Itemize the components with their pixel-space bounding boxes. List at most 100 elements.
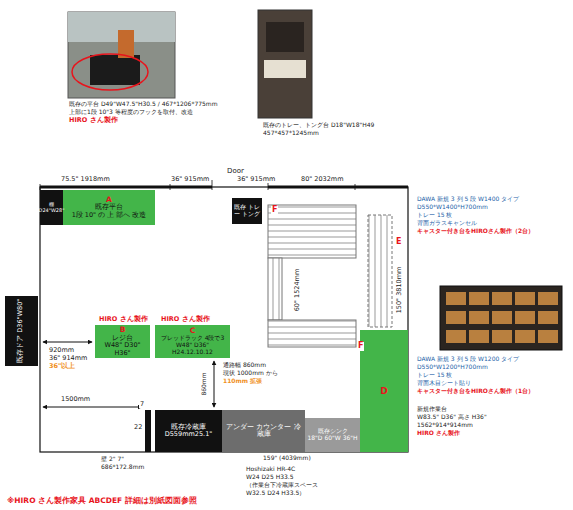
display-rack bbox=[268, 258, 282, 320]
annotation: 457*457*1245mm bbox=[262, 130, 320, 137]
annotation: 現状 1000mm から bbox=[222, 370, 279, 377]
photo-highlight bbox=[72, 54, 148, 90]
annotation: 686*172.8mm bbox=[100, 464, 145, 471]
photo-bread bbox=[538, 292, 558, 305]
photo-bread bbox=[446, 330, 466, 343]
callout-letter: B bbox=[120, 326, 126, 335]
box-label: ブレッドラック 4段で3 bbox=[161, 335, 225, 342]
fixture-box: 既存ドア D36"W80" bbox=[5, 296, 38, 366]
annotation: 150" 3810mm bbox=[396, 266, 403, 315]
annotation: 既存の平台 D49"W47.5"H30.5 / 467*1206*775mm bbox=[68, 101, 219, 108]
annotation: 7 bbox=[139, 401, 145, 408]
display-rack bbox=[268, 320, 356, 347]
annotation: 80" 2032mm bbox=[300, 176, 345, 183]
furniture-box: D bbox=[360, 330, 408, 452]
annotation: 壁 2" 7" bbox=[100, 456, 125, 463]
annotation: D550*W1200*H700mm bbox=[416, 364, 489, 371]
fixture-box: 既存冷蔵庫D559mm25.1" bbox=[155, 410, 222, 452]
display-rack bbox=[368, 215, 392, 327]
photo-bread bbox=[469, 311, 489, 324]
photo-bread bbox=[469, 292, 489, 305]
annotation: W83.5" D36" 高さ H36" bbox=[416, 414, 488, 421]
photo-bread bbox=[515, 292, 535, 305]
annotation: D550*W1400*H700mm bbox=[416, 204, 489, 211]
annotation: 背面木目シート貼り bbox=[416, 380, 472, 387]
box-label: レジ台 bbox=[112, 335, 133, 342]
annotation: キャスター付き台をHIROさん製作（2台） bbox=[416, 228, 535, 235]
annotation: Hoshizaki HR-4C bbox=[245, 466, 296, 473]
callout-letter: F bbox=[357, 342, 364, 351]
annotation: 1500mm bbox=[60, 396, 91, 403]
annotation: HIRO さん製作 bbox=[98, 316, 149, 323]
box-label: 既存ドア D36"W80" bbox=[18, 299, 25, 363]
photo-bread bbox=[492, 292, 512, 305]
box-label: 18"D 60"W 36"H bbox=[307, 435, 357, 442]
box-label: 既存冷蔵庫 bbox=[171, 424, 206, 431]
box-label: 既存平台 bbox=[95, 204, 123, 211]
photo-bread bbox=[515, 330, 535, 343]
photo-bread bbox=[538, 330, 558, 343]
wall-pole bbox=[145, 410, 151, 452]
annotation: 22 bbox=[133, 424, 143, 431]
photo-person bbox=[118, 30, 134, 58]
box-label: 1段 10" の 上 部へ 改造 bbox=[72, 212, 147, 219]
annotation: 110mm 拡張 bbox=[222, 378, 263, 385]
box-label: W48" D30" H36" bbox=[96, 342, 149, 357]
annotation: W24 D25 H33.5 bbox=[245, 474, 295, 481]
annotation: 860mm bbox=[201, 371, 208, 396]
furniture-box: A既存平台1段 10" の 上 部へ 改造 bbox=[63, 190, 155, 225]
fixture-box: 既存 トレー トング bbox=[232, 198, 262, 224]
annotation: HIRO さん製作 bbox=[68, 117, 119, 124]
annotation: 920mm bbox=[48, 347, 75, 354]
box-label: 既存 トレー トング bbox=[233, 204, 261, 218]
annotation: 159" (4039mm) bbox=[262, 455, 312, 462]
callout-letter: D bbox=[380, 386, 387, 396]
annotation: Door bbox=[226, 168, 245, 176]
photo-counter bbox=[68, 12, 175, 98]
photo-bread bbox=[492, 311, 512, 324]
photo-tray-stand bbox=[258, 10, 312, 118]
photo-shelf bbox=[266, 22, 304, 52]
annotation: 36" 915mm bbox=[236, 176, 276, 183]
annotation: 新規作業台 bbox=[416, 406, 448, 413]
display-rack bbox=[268, 205, 356, 258]
annotation: 60" 1524mm bbox=[294, 268, 301, 313]
photo-bread bbox=[538, 311, 558, 324]
photo-bread bbox=[469, 330, 489, 343]
photo-display-case bbox=[440, 286, 562, 350]
fixture-box: 棚 D24"W28" bbox=[40, 190, 63, 225]
box-label: D559mm25.1" bbox=[165, 431, 213, 438]
room-outline bbox=[40, 187, 408, 452]
callout-letter: A bbox=[106, 196, 112, 205]
annotation: HIRO さん製作 bbox=[416, 430, 461, 437]
callout-letter: C bbox=[190, 327, 196, 336]
annotation: ※HIRO さん製作家具 ABCDEF 詳細は別紙図面参照 bbox=[6, 497, 198, 505]
photo-bread bbox=[446, 311, 466, 324]
photo-table bbox=[90, 55, 140, 85]
annotation: DAWA 新規 3 列 5 段 W1200 タイプ bbox=[416, 356, 520, 363]
box-label: 棚 D24"W28" bbox=[39, 202, 65, 213]
dimension-arrow bbox=[214, 361, 215, 407]
annotation: 上部に1段 10"3 等程度のフックを取付、改造 bbox=[68, 109, 194, 116]
furniture-box: 既存シンク18"D 60"W 36"H bbox=[305, 418, 360, 452]
annotation: （作業台下冷蔵庫スペース bbox=[245, 482, 319, 489]
annotation: W32.5 D24 H33.5） bbox=[245, 490, 306, 497]
annotation: 1562*914*914mm bbox=[416, 422, 474, 429]
photo-trays bbox=[264, 60, 306, 78]
annotation: DAWA 新規 3 列 5 段 W1400 タイプ bbox=[416, 196, 520, 203]
furniture-box: Bレジ台W48" D30" H36" bbox=[95, 325, 150, 358]
annotation: HIRO さん製作 bbox=[160, 316, 211, 323]
wall bbox=[40, 186, 408, 189]
annotation: トレー 15 枚 bbox=[416, 372, 453, 379]
annotation: 通路幅 860mm bbox=[222, 362, 267, 369]
box-label: W48" D36" H24.12.10.12 bbox=[156, 342, 229, 356]
dimension-arrow bbox=[43, 342, 92, 343]
annotation: 75.5" 1918mm bbox=[60, 176, 111, 183]
furniture-box: アンダー カウンター 冷蔵庫 bbox=[222, 410, 305, 452]
photo-bread bbox=[446, 292, 466, 305]
furniture-box: Cブレッドラック 4段で3W48" D36" H24.12.10.12 bbox=[155, 325, 230, 358]
annotation: 36" 915mm bbox=[170, 176, 210, 183]
photo-bread bbox=[515, 311, 535, 324]
box-label: 既存シンク bbox=[318, 428, 348, 435]
annotation: キャスター付き台をHIROさん製作（1台） bbox=[416, 388, 535, 395]
